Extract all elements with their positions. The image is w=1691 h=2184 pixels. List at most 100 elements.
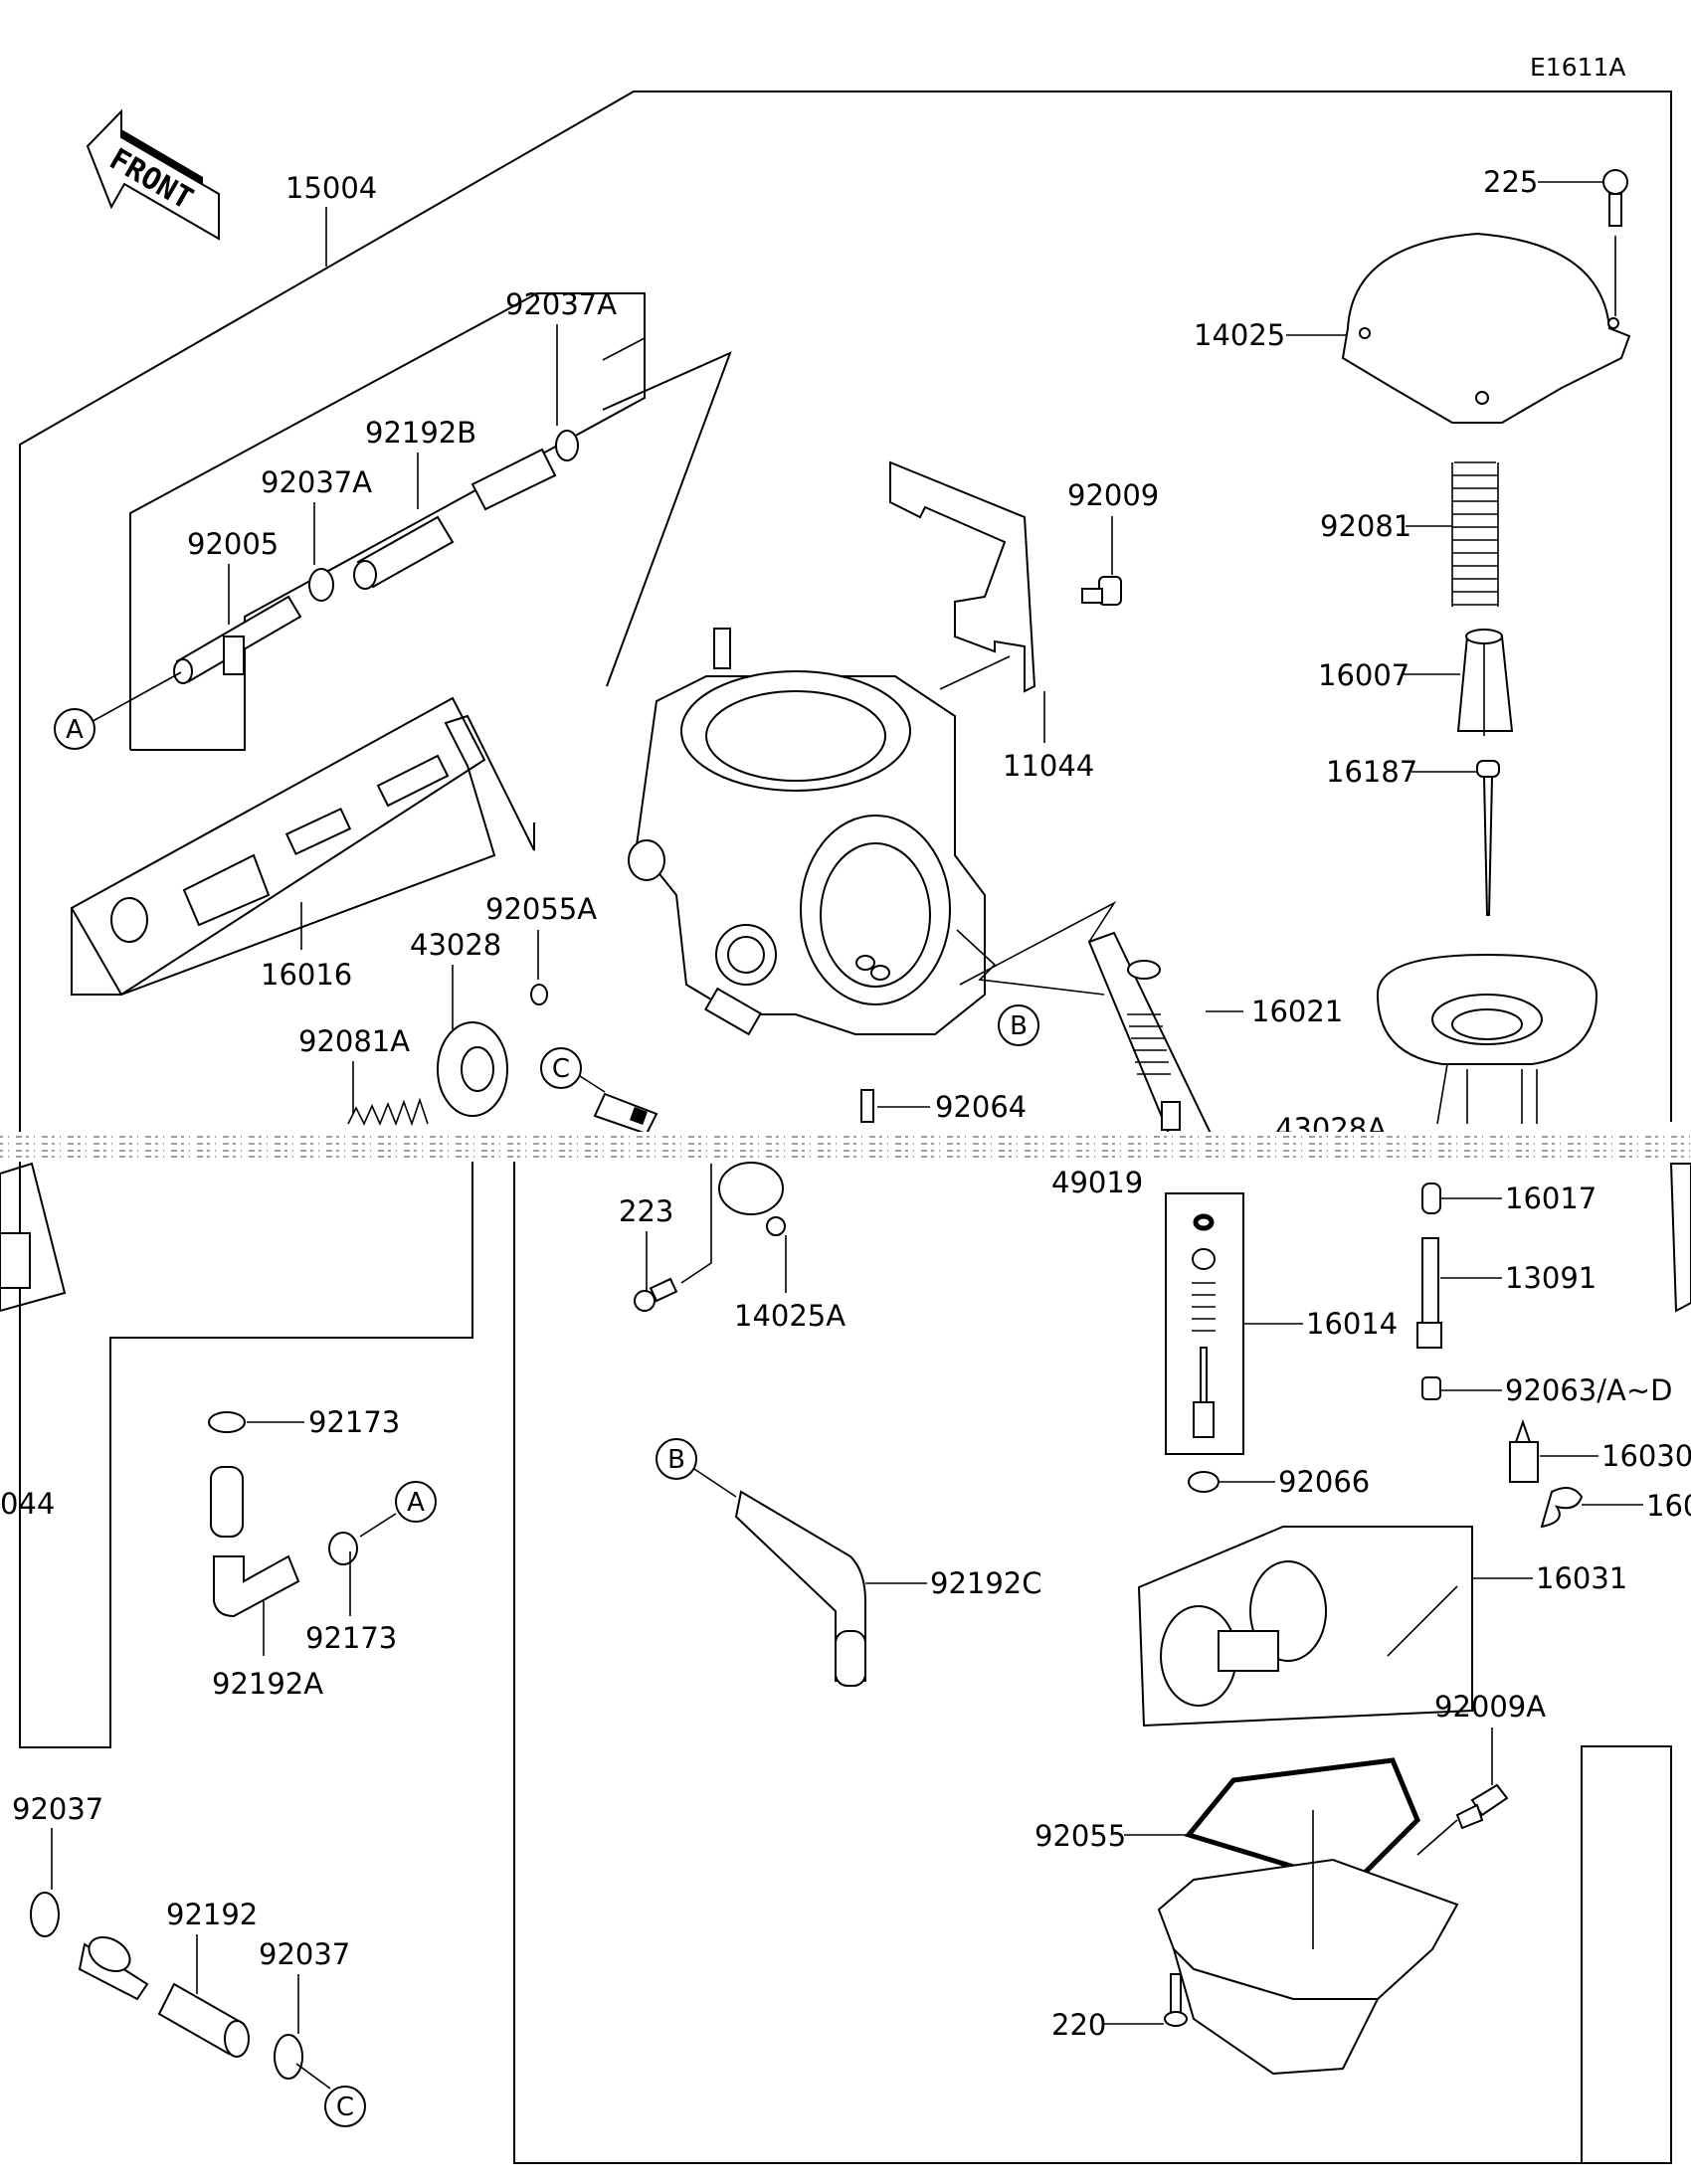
label-14025A: 14025A [734, 1299, 846, 1333]
ref-circle-B-1: B [998, 1004, 1039, 1046]
label-92192: 92192 [166, 1898, 258, 1931]
jet-16017 [1421, 1183, 1441, 1214]
clamp-92037-left [30, 1892, 60, 1937]
hose-92192-a [78, 1935, 149, 2001]
leader-A1 [87, 671, 182, 725]
label-49019: 49019 [1051, 1166, 1143, 1199]
label-92037A-top: 92037A [505, 287, 617, 321]
label-223: 223 [619, 1194, 673, 1228]
hose-92192B [353, 448, 557, 590]
ref-circle-B-2: B [656, 1438, 697, 1480]
label-92037-left: 92037 [12, 1792, 103, 1826]
leader-A2 [359, 1513, 397, 1538]
label-92173-b: 92173 [305, 1621, 397, 1655]
leader-B1 [956, 929, 1105, 996]
main-jet-92063 [1421, 1376, 1441, 1400]
label-16187: 16187 [1326, 755, 1417, 789]
plunger-part [593, 1092, 658, 1136]
leader-C1 [579, 1075, 606, 1093]
carburetor-body [628, 628, 986, 1036]
svg-text:B: B [667, 1445, 685, 1475]
fitting-92005 [173, 595, 302, 684]
label-220: 220 [1051, 2008, 1106, 2042]
label-92066: 92066 [1278, 1465, 1370, 1499]
label-92192B: 92192B [365, 416, 476, 450]
leader-14025A-a [680, 1164, 712, 1284]
label-92009: 92009 [1067, 478, 1159, 512]
screw-225 [1602, 169, 1628, 227]
label-92192C: 92192C [930, 1566, 1042, 1600]
label-11044: 11044 [1003, 749, 1094, 783]
label-16031: 16031 [1536, 1561, 1627, 1595]
needle-16187 [1476, 760, 1500, 916]
label-16021: 16021 [1251, 995, 1343, 1028]
scan-noise [0, 1136, 1691, 1158]
label-92064: 92064 [935, 1090, 1027, 1124]
pilot-screw-kit-16014 [1192, 1213, 1216, 1438]
hose-92192-b [157, 1982, 250, 2058]
ref-circle-C-2: C [324, 2086, 366, 2127]
clip-part [1540, 1487, 1584, 1529]
ref-circle-A-2: A [395, 1481, 437, 1523]
cover-14025 [1341, 232, 1631, 424]
clamp-92173-b [328, 1532, 358, 1565]
float-valve-16030 [1509, 1418, 1539, 1483]
clamp-92037A-top [555, 430, 579, 461]
label-16016: 16016 [261, 958, 352, 992]
float-bowl [1157, 1810, 1459, 2076]
spring-92081A [347, 1097, 429, 1127]
leader-C2 [295, 2063, 331, 2090]
label-16030: 16030 [1601, 1439, 1691, 1473]
label-160-partial: 160 [1646, 1489, 1691, 1523]
jet-set-16021 [1127, 960, 1181, 1131]
box-16016-outline [70, 696, 486, 997]
partial-part-left [0, 1162, 67, 1313]
svg-text:A: A [407, 1488, 425, 1518]
svg-text:C: C [336, 2093, 354, 2122]
label-43028: 43028 [410, 928, 501, 962]
leader-11044-b [939, 655, 1011, 690]
label-92081: 92081 [1320, 509, 1411, 543]
screw-220 [1164, 1973, 1188, 2027]
clamp-92173-a [208, 1411, 246, 1433]
assembly-frame-lower-left [19, 1104, 473, 1748]
label-225: 225 [1483, 165, 1538, 199]
spring-92081 [1451, 461, 1499, 607]
front-arrow-icon: FRONT [86, 108, 220, 241]
label-14025: 14025 [1194, 318, 1285, 352]
label-16007: 16007 [1318, 658, 1409, 692]
seal-92066 [1188, 1471, 1220, 1493]
label-92005: 92005 [187, 527, 279, 561]
pilot-screw-16016 [110, 754, 450, 943]
pin-92064 [860, 1089, 874, 1123]
piston-diaphragm-43028A [1376, 953, 1598, 1125]
clamp-92037-right [274, 2034, 303, 2080]
ref-circle-A-1: A [54, 708, 95, 750]
clamp-92037A [308, 568, 334, 602]
label-92037-right: 92037 [259, 1937, 350, 1971]
subassembly-pointer [602, 351, 732, 687]
svg-text:A: A [66, 715, 84, 745]
holder-16007 [1456, 629, 1514, 736]
svg-text:C: C [552, 1054, 570, 1084]
label-92081A: 92081A [298, 1024, 410, 1058]
hose-92192A [210, 1466, 300, 1618]
ref-circle-C-1: C [540, 1047, 582, 1089]
subassembly-box-16016 [71, 714, 535, 996]
label-92009A: 92009A [1434, 1690, 1546, 1724]
leader-92009A-b [1416, 1819, 1458, 1856]
needle-jet-13091 [1416, 1237, 1442, 1349]
diagram-code: E1611A [1530, 53, 1626, 82]
leader-guide [602, 337, 646, 361]
cover-14025A [718, 1162, 786, 1236]
svg-text:B: B [1010, 1011, 1028, 1041]
assembly-frame-upper [19, 91, 1672, 1748]
diaphragm-43028 [437, 1021, 508, 1117]
drain-screw-92009A [1455, 1783, 1509, 1830]
o-ring-92055A [530, 984, 548, 1005]
label-16017: 16017 [1505, 1182, 1597, 1215]
label-92055A: 92055A [485, 892, 597, 926]
label-92055: 92055 [1034, 1819, 1126, 1853]
subassembly-box-hoses [129, 292, 646, 751]
